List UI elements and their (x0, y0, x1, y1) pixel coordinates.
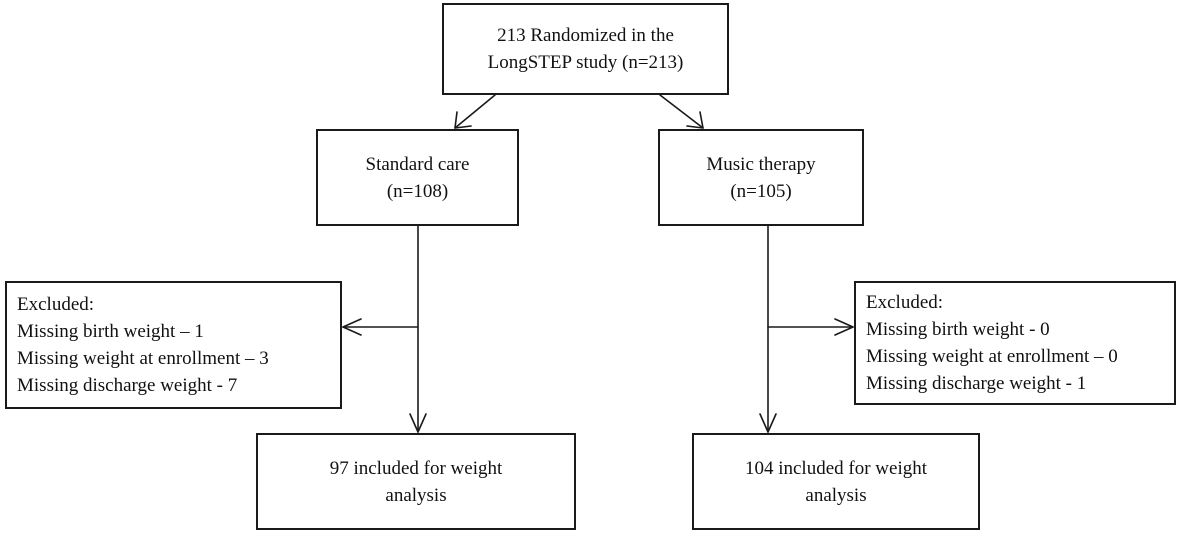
randomized-line-1: 213 Randomized in the (497, 25, 674, 46)
randomized-box: 213 Randomized in the LongSTEP study (n=… (442, 3, 729, 95)
standard-care-count: (n=108) (386, 180, 449, 202)
arrow-music-therapy-to-excluded (767, 318, 854, 336)
standard-care-box: Standard care (n=108) (316, 129, 519, 226)
standard-care-included-line-2: analysis (385, 484, 447, 506)
music-therapy-excluded-box: Excluded: Missing birth weight - 0 Missi… (854, 281, 1176, 405)
standard-care-excluded-item: Missing weight at enrollment – 3 (17, 348, 269, 369)
arrow-randomized-to-music-therapy (659, 94, 704, 129)
music-therapy-label: Music therapy (706, 153, 816, 175)
arrow-standard-care-to-included (409, 225, 427, 433)
music-therapy-count: (n=105) (730, 180, 792, 202)
music-therapy-excluded-title: Excluded: (866, 292, 944, 313)
standard-care-excluded-box: Excluded: Missing birth weight – 1 Missi… (5, 281, 342, 409)
arrow-standard-care-to-excluded (342, 318, 419, 336)
music-therapy-excluded-item: Missing birth weight - 0 (866, 319, 1050, 340)
randomized-line-2: LongSTEP study (n=213) (487, 52, 684, 73)
music-therapy-included-line-2: analysis (805, 484, 867, 506)
music-therapy-included-line-1: 104 included for weight (744, 457, 928, 479)
music-therapy-included-box: 104 included for weight analysis (692, 433, 980, 530)
standard-care-excluded-item: Missing birth weight – 1 (17, 321, 204, 342)
arrow-music-therapy-to-included (759, 225, 777, 433)
standard-care-excluded-title: Excluded: (17, 294, 95, 315)
standard-care-label: Standard care (365, 153, 470, 175)
standard-care-included-box: 97 included for weight analysis (256, 433, 576, 530)
music-therapy-box: Music therapy (n=105) (658, 129, 864, 226)
music-therapy-excluded-item: Missing discharge weight - 1 (866, 373, 1087, 394)
arrow-randomized-to-standard-care (454, 94, 496, 129)
standard-care-excluded-item: Missing discharge weight - 7 (17, 375, 238, 396)
music-therapy-excluded-item: Missing weight at enrollment – 0 (866, 346, 1118, 367)
standard-care-included-line-1: 97 included for weight (329, 457, 503, 479)
